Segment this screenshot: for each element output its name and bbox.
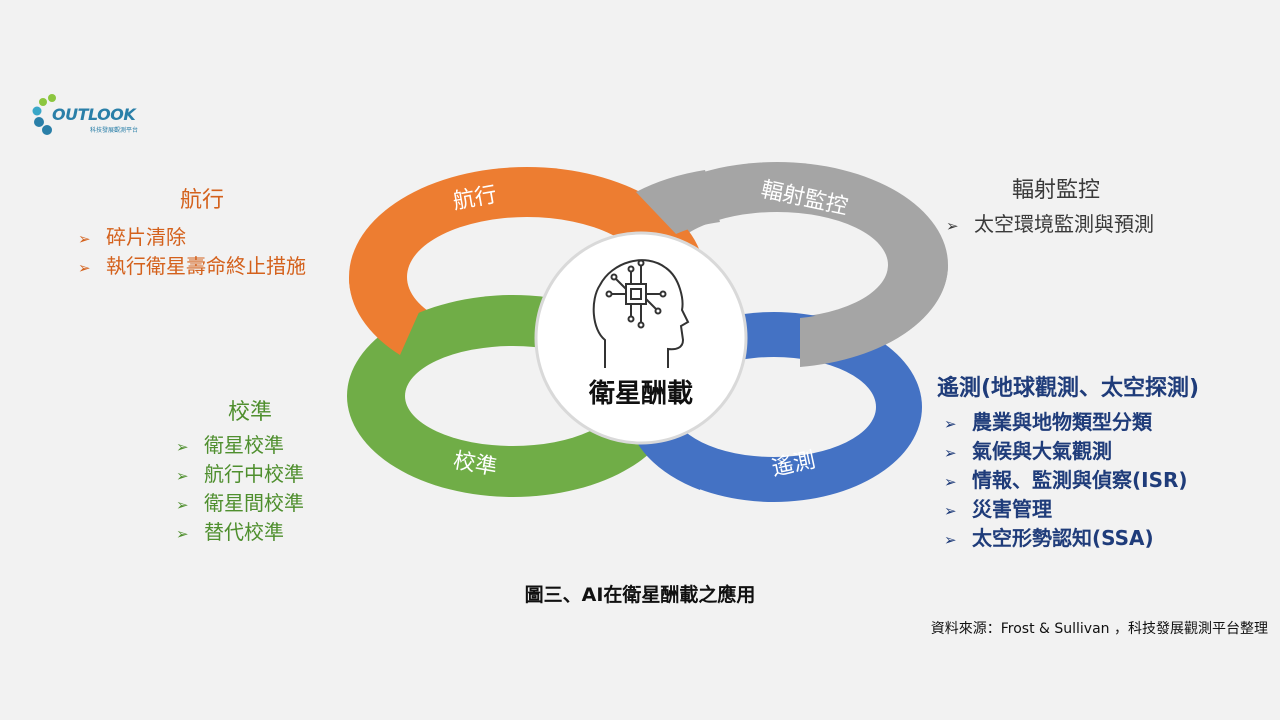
list-item: ➢航行中校準 xyxy=(176,460,304,489)
logo-subtitle: 科技發展觀測平台 xyxy=(90,127,139,134)
list-item: ➢衛星間校準 xyxy=(176,489,304,518)
list-item: ➢氣候與大氣觀測 xyxy=(944,437,1188,466)
figure-caption: 圖三、AI在衛星酬載之應用 xyxy=(524,584,756,606)
center-circle xyxy=(534,231,748,445)
list-item: ➢替代校準 xyxy=(176,518,304,547)
arrow-bullet-icon: ➢ xyxy=(78,259,91,277)
radiation-title: 輻射監控 xyxy=(1012,178,1101,203)
list-item: ➢衛星校準 xyxy=(176,431,304,460)
navigation-list: ➢碎片清除 ➢執行衛星壽命終止措施 xyxy=(78,223,306,281)
arrow-bullet-icon: ➢ xyxy=(944,473,957,491)
center-label: 衛星酬載 xyxy=(588,379,693,409)
list-item: ➢執行衛星壽命終止措施 xyxy=(78,252,306,281)
navigation-title: 航行 xyxy=(180,188,225,213)
arrow-bullet-icon: ➢ xyxy=(176,525,189,543)
remote-sensing-title: 遙測(地球觀測、太空探測) xyxy=(937,376,1200,401)
arrow-bullet-icon: ➢ xyxy=(78,230,91,248)
list-item: ➢災害管理 xyxy=(944,495,1188,524)
radiation-ring-front-arc xyxy=(800,265,948,367)
arrow-bullet-icon: ➢ xyxy=(176,467,189,485)
arrow-bullet-icon: ➢ xyxy=(944,502,957,520)
arrow-bullet-icon: ➢ xyxy=(944,415,957,433)
list-item: ➢太空形勢認知(SSA) xyxy=(944,524,1188,553)
list-item: ➢太空環境監測與預測 xyxy=(946,210,1154,239)
arrow-bullet-icon: ➢ xyxy=(944,444,957,462)
calibration-title: 校準 xyxy=(228,400,273,425)
source-note: 資料來源：Frost & Sullivan ，科技發展觀測平台整理 xyxy=(930,621,1268,637)
radiation-ring-overlap xyxy=(636,170,720,234)
logo-dots-icon xyxy=(32,94,56,135)
remote-sensing-list: ➢農業與地物類型分類 ➢氣候與大氣觀測 ➢情報、監測與偵察(ISR) ➢災害管理… xyxy=(944,408,1188,553)
arrow-bullet-icon: ➢ xyxy=(176,496,189,514)
arrow-bullet-icon: ➢ xyxy=(944,531,957,549)
radiation-list: ➢太空環境監測與預測 xyxy=(946,210,1154,239)
arrow-bullet-icon: ➢ xyxy=(176,438,189,456)
calibration-list: ➢衛星校準 ➢航行中校準 ➢衛星間校準 ➢替代校準 xyxy=(176,431,304,547)
list-item: ➢碎片清除 xyxy=(78,223,306,252)
arrow-bullet-icon: ➢ xyxy=(946,217,959,235)
logo-wordmark: OUTLOOK xyxy=(52,105,136,124)
ai-brain-chip-icon xyxy=(592,259,690,368)
list-item: ➢情報、監測與偵察(ISR) xyxy=(944,466,1188,495)
outlook-logo: OUTLOOK 科技發展觀測平台 xyxy=(32,92,162,138)
navigation-ring-front-arc xyxy=(348,277,420,355)
list-item: ➢農業與地物類型分類 xyxy=(944,408,1188,437)
